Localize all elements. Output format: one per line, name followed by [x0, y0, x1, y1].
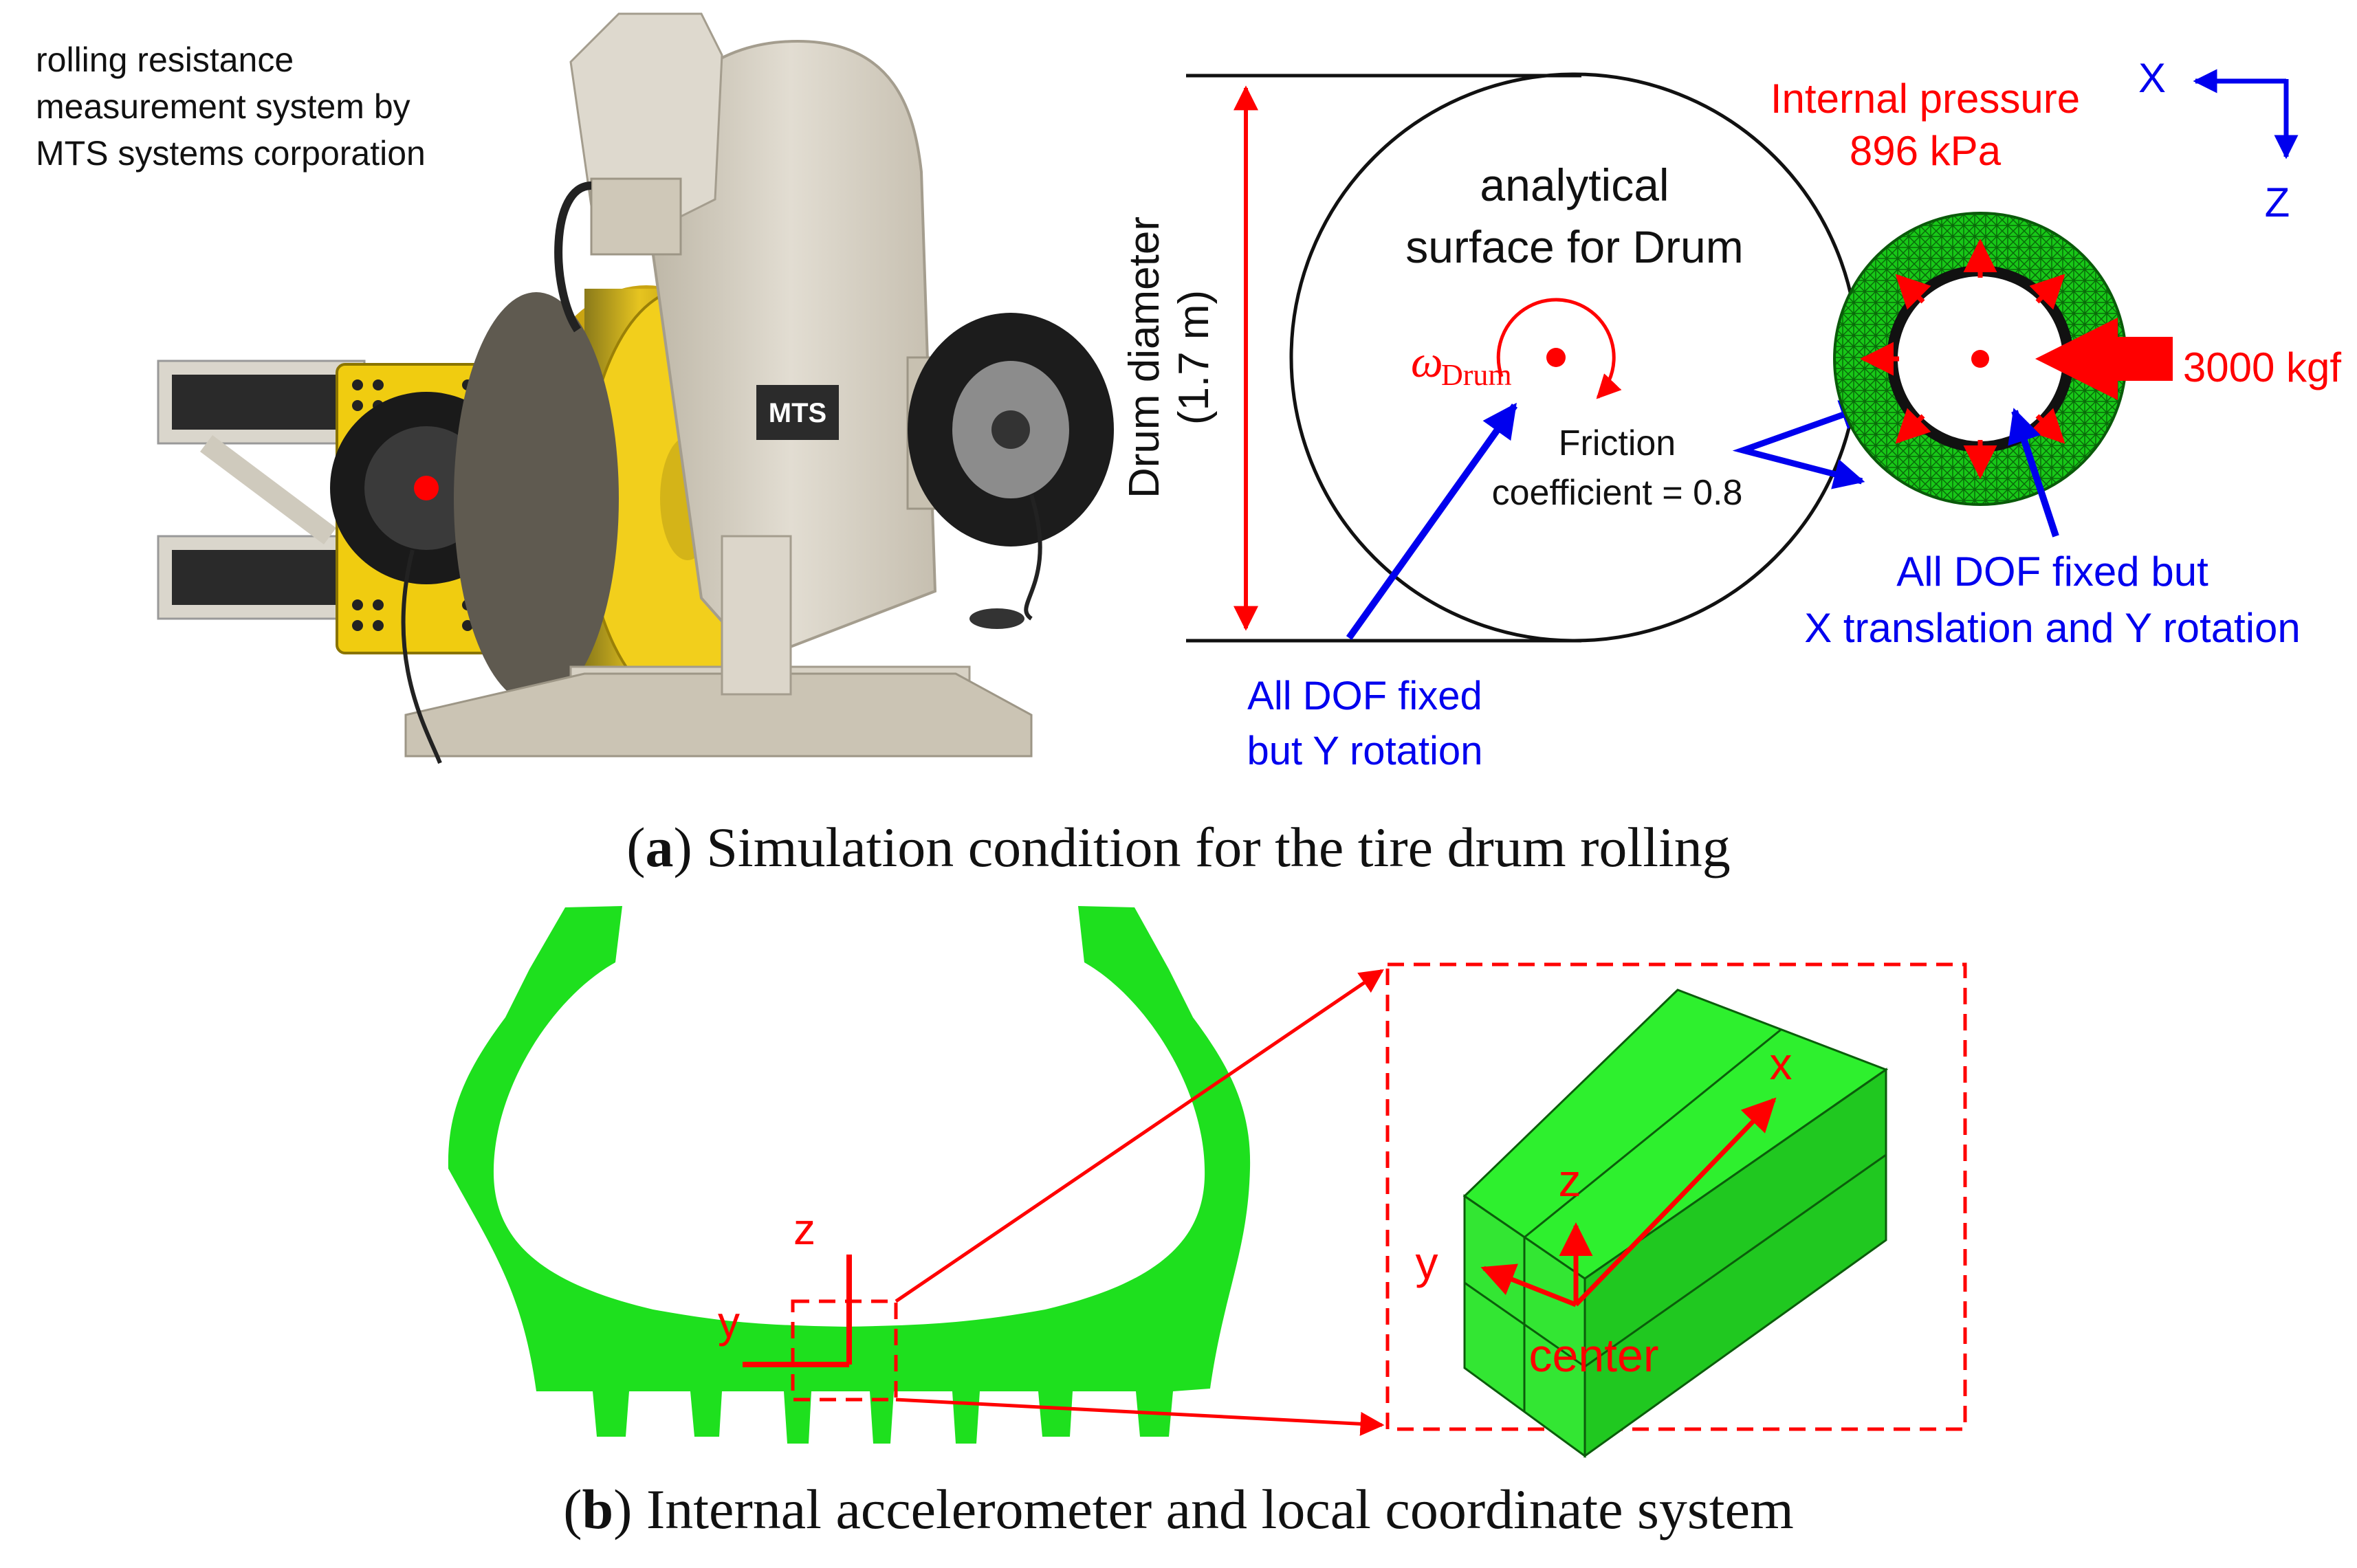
tire-cross-section: z y — [448, 906, 1251, 1444]
zoom-line-top — [895, 969, 1384, 1303]
machine-photo: rolling resistance measurement system by… — [36, 12, 1114, 764]
internal-pressure-line-1: Internal pressure — [1771, 76, 2080, 122]
tire-bc-line-2: X translation and Y rotation — [1804, 605, 2301, 651]
foot-pedal — [969, 608, 1024, 629]
global-axes: X Z — [2138, 55, 2299, 225]
block-center-label: center — [1529, 1329, 1659, 1382]
load-arrow — [2035, 318, 2173, 400]
rotation-arrow — [1496, 298, 1622, 399]
tire-bc-arrow — [2008, 408, 2059, 538]
caption-a: (a) Simulation condition for the tire dr… — [626, 816, 1731, 879]
right-tire — [906, 313, 1114, 621]
cross-section-z-label: z — [793, 1204, 815, 1254]
friction-line-2: coefficient = 0.8 — [1492, 473, 1743, 513]
tire-profile — [448, 906, 1251, 1444]
caption-b-text: Internal accelerometer and local coordin… — [632, 1478, 1793, 1541]
left-rack — [157, 360, 366, 620]
sensor-highlight-box — [791, 1299, 898, 1402]
block-y-label: y — [1416, 1237, 1438, 1288]
photo-caption-line-2: measurement system by — [36, 87, 410, 126]
photo-caption-line-1: rolling resistance — [36, 41, 294, 79]
cable — [401, 549, 442, 764]
caption-a-letter: a — [646, 816, 674, 879]
omega-symbol: ω — [1411, 337, 1443, 387]
drum-surface-line-1: analytical — [1480, 159, 1669, 210]
drum-bc-line-2: but Y rotation — [1247, 729, 1483, 773]
cross-section-y-label: y — [718, 1297, 740, 1347]
axis-x-label: X — [2138, 55, 2166, 101]
tire-model — [1833, 212, 2173, 506]
photo-caption-line-3: MTS systems corporation — [36, 134, 426, 173]
mts-badge-text: MTS — [769, 398, 826, 428]
pressure-arrows — [1860, 239, 2065, 479]
block-x-label: x — [1770, 1038, 1793, 1089]
accelerometer-block: x z y center — [1416, 989, 1889, 1458]
zoom-box — [1385, 962, 1967, 1431]
axis-z-label: Z — [2265, 179, 2290, 225]
block-z-label: z — [1559, 1155, 1581, 1206]
caption-b: (b) Internal accelerometer and local coo… — [563, 1478, 1794, 1541]
friction-line-1: Friction — [1559, 423, 1676, 463]
block-x-axis — [1574, 1097, 1777, 1307]
drum-diameter-value: (1.7 m) — [1170, 290, 1218, 425]
drum-diameter-label: Drum diameter (1.7 m) — [1121, 217, 1218, 498]
housing: MTS — [404, 12, 1033, 758]
drum-diameter-title: Drum diameter — [1121, 217, 1168, 498]
tire-center-dot — [1971, 350, 1989, 368]
drum-center-dot — [1546, 348, 1566, 367]
friction-arrows — [1732, 400, 1872, 489]
drum-bc-line-1: All DOF fixed — [1247, 674, 1482, 718]
block-y-axis — [1480, 1263, 1577, 1307]
caption-a-text: Simulation condition for the tire drum r… — [692, 816, 1731, 879]
load-label: 3000 kgf — [2183, 344, 2342, 390]
zoom-line-bottom — [895, 1398, 1385, 1436]
mts-badge — [756, 385, 839, 440]
omega-subscript: Drum — [1441, 358, 1512, 392]
drum-bc-arrow — [1346, 402, 1518, 640]
internal-pressure-line-2: 896 kPa — [1850, 128, 2002, 174]
tire-bc-line-1: All DOF fixed but — [1896, 549, 2208, 595]
simulation-diagram: Drum diameter (1.7 m) analytical surface… — [1121, 55, 2341, 773]
drum-surface-line-2: surface for Drum — [1405, 221, 1743, 272]
caption-b-letter: b — [582, 1478, 614, 1541]
